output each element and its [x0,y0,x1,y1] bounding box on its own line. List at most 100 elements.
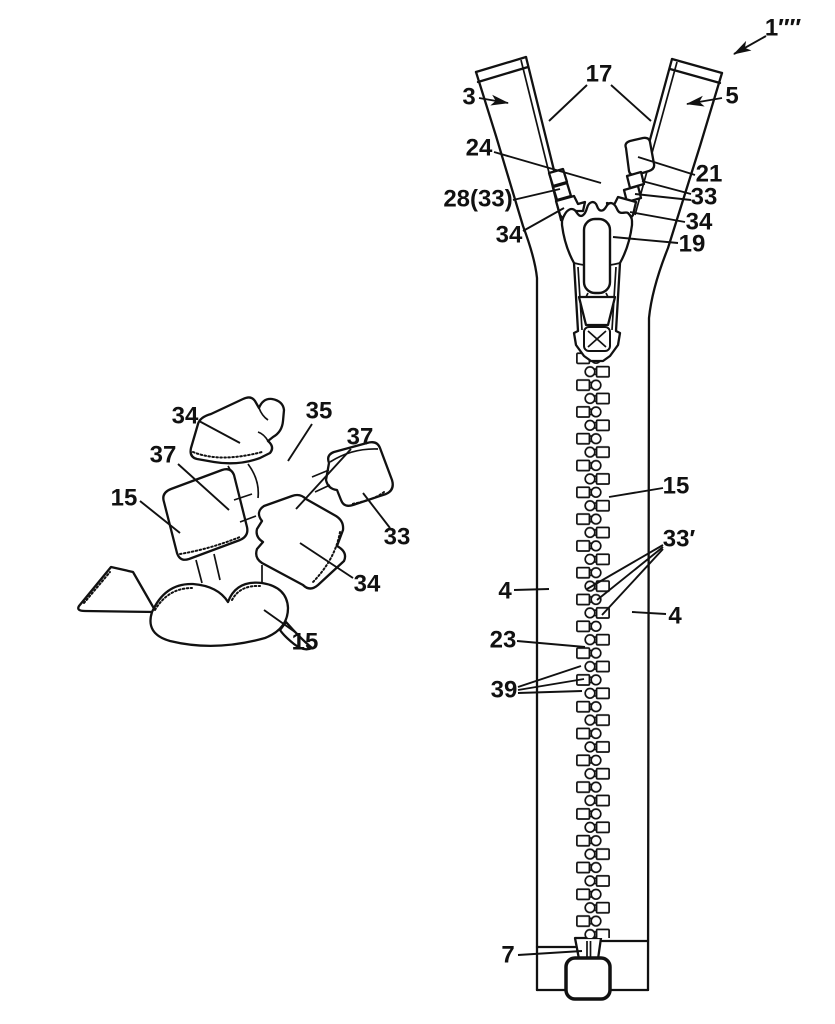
detail-tooth-top [189,396,286,465]
ref-label-ref-39: 39 [491,677,518,704]
teeth-chain [576,352,610,938]
leader-line-ref-39 [517,690,583,694]
ref-label-ref-7: 7 [501,942,514,969]
leader-line-ref-33-right [634,193,692,201]
right-tape-hem [668,67,722,85]
callout-ref-17: 17 [548,61,652,122]
callout-layer: 1′′′′3175242128(33)333419341533′44233973… [111,15,802,969]
right-tape-bead [634,61,678,216]
callout-ref-24: 24 [466,135,602,184]
leader-line-ref-34-left [522,207,565,232]
callout-ref-23: 23 [490,627,586,654]
callout-detail-34-bottom: 34 [299,542,381,598]
leader-line-detail-37-left [177,463,230,511]
ref-label-ref-5: 5 [725,83,738,110]
leader-line-ref-24 [493,151,602,184]
slider [560,200,634,363]
callout-ref-28-33: 28(33) [443,186,561,213]
leader-line-ref-33-prime [586,544,664,590]
leader-line-ref-39 [517,665,582,688]
callout-detail-15-bottom: 15 [263,609,319,656]
leader-line-ref-15-chain [608,487,664,498]
callout-fig-ref: 1′′′′ [733,15,802,55]
detail-end-piece [77,565,158,614]
callout-ref-5: 5 [686,83,739,110]
leader-line-detail-37-right [295,448,352,510]
callout-ref-7: 7 [501,942,583,969]
leader-line-fig-ref [733,35,767,55]
ref-label-detail-34-bottom: 34 [354,571,381,598]
leader-line-detail-15-bottom [263,609,296,633]
detail-tooth-bottom [149,581,290,647]
ref-label-ref-34-right: 34 [686,209,713,236]
callout-detail-37-right: 37 [295,424,374,510]
leader-line-ref-23 [516,640,586,648]
callout-detail-15-left: 15 [111,485,181,534]
callout-detail-37-left: 37 [150,442,230,511]
ref-label-ref-21: 21 [696,161,723,188]
leader-line-ref-3 [478,94,509,106]
ref-label-ref-17: 17 [586,61,613,88]
callout-ref-15-chain: 15 [608,473,690,500]
ref-label-ref-15-chain: 15 [663,473,690,500]
leader-line-ref-4-left [513,588,550,591]
leader-line-ref-34-right [629,211,686,223]
callout-ref-39: 39 [491,665,585,704]
ref-label-detail-15-left: 15 [111,485,138,512]
callout-ref-4-left: 4 [498,578,550,605]
ref-label-ref-4-right: 4 [668,603,682,630]
callout-ref-19: 19 [612,231,706,258]
left-tape-hem [476,65,530,84]
leader-line-ref-19 [612,236,679,244]
teeth-detail-view [77,396,394,651]
ref-label-detail-35: 35 [306,398,333,425]
callout-detail-33: 33 [362,492,411,551]
ref-label-detail-37-left: 37 [150,442,177,469]
leader-line-ref-33-prime [596,546,664,601]
leader-line-detail-15-left [139,500,181,534]
ref-label-ref-4-left: 4 [498,578,512,605]
leader-line-ref-7 [517,950,583,956]
ref-label-detail-33: 33 [384,524,411,551]
ref-label-ref-19: 19 [679,231,706,258]
ref-label-detail-15-bottom: 15 [292,629,319,656]
detail-tooth-left [162,468,249,561]
ref-label-ref-33-right: 33 [691,184,718,211]
core-cords [586,941,592,958]
zipper-main-view [474,55,724,1001]
leader-line-detail-34-top [198,420,241,444]
bottom-funnel [573,936,603,961]
ref-label-detail-34-top: 34 [172,403,199,430]
ref-label-ref-34-left: 34 [496,222,523,249]
leader-line-detail-33 [362,492,391,529]
pull-tab-link [583,326,611,352]
leader-line-ref-17 [548,84,588,122]
ref-label-ref-28-33: 28(33) [443,186,512,213]
callout-ref-34-right: 34 [629,209,713,236]
detail-tooth-right [324,441,394,507]
detail-tail [278,620,314,651]
bottom-stop [564,956,612,1001]
ref-label-ref-24: 24 [466,135,493,162]
ref-label-fig-ref: 1′′′′ [765,15,802,42]
leader-line-ref-5 [686,95,723,107]
callout-detail-34-top: 34 [172,403,241,444]
ref-label-ref-23: 23 [490,627,517,654]
callout-ref-21: 21 [637,156,723,188]
leader-line-ref-28-33 [512,188,561,201]
leader-line-ref-4-right [631,611,667,615]
top-stop-21 [624,136,656,177]
callout-ref-3: 3 [462,84,509,111]
callout-ref-34-left: 34 [496,207,565,249]
pull-tab [582,217,612,295]
callout-ref-33-right: 33 [634,180,718,211]
callout-ref-4-right: 4 [631,603,682,630]
leader-line-ref-21 [637,156,696,176]
callout-ref-33-prime: 33′ [586,526,696,616]
ref-label-ref-33-prime: 33′ [663,526,696,553]
ref-label-detail-37-right: 37 [347,424,374,451]
leader-line-ref-39 [517,678,585,691]
detail-tooth-center [255,493,347,590]
slider-window [577,295,617,327]
